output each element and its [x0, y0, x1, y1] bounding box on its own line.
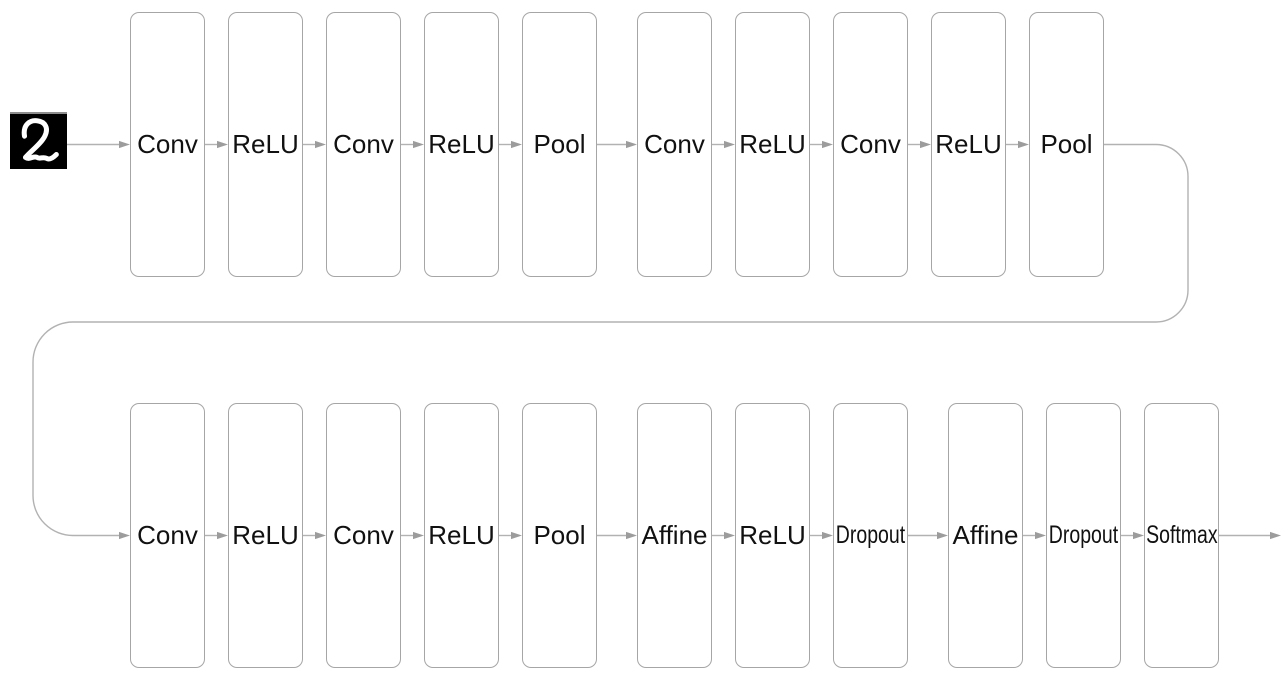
arrowhead-icon	[511, 140, 522, 149]
layer-label: Affine	[952, 520, 1019, 550]
arrowhead-icon	[937, 531, 948, 540]
layer-box-affine: Affine	[637, 403, 712, 668]
layer-box-conv: Conv	[637, 12, 712, 277]
arrowhead-icon	[511, 531, 522, 540]
layer-label: Softmax	[1145, 521, 1218, 549]
digit-2-glyph	[21, 118, 59, 162]
layer-box-conv: Conv	[833, 12, 908, 277]
arrowhead-icon	[119, 531, 130, 540]
layer-label: Pool	[533, 129, 586, 159]
layer-box-relu: ReLU	[931, 12, 1006, 277]
flow-arrow	[1006, 140, 1029, 149]
arrowhead-icon	[724, 140, 735, 149]
arrowhead-icon	[413, 531, 424, 540]
arrowhead-icon	[822, 531, 833, 540]
arrowhead-icon	[1270, 531, 1281, 540]
flow-arrow	[908, 531, 948, 540]
layer-label: ReLU	[428, 520, 495, 550]
arrowhead-icon	[217, 531, 228, 540]
flow-arrow	[205, 531, 228, 540]
arrowhead-icon	[724, 531, 735, 540]
layer-box-relu: ReLU	[424, 403, 499, 668]
layer-box-pool: Pool	[1029, 12, 1104, 277]
flow-arrow	[1023, 531, 1046, 540]
layer-box-softmax: Softmax	[1144, 403, 1219, 668]
flow-arrow	[1219, 531, 1281, 540]
arrowhead-icon	[413, 140, 424, 149]
arrowhead-icon	[626, 140, 637, 149]
layer-box-relu: ReLU	[228, 12, 303, 277]
flow-arrow	[499, 531, 522, 540]
layer-label: ReLU	[739, 520, 806, 550]
layer-box-conv: Conv	[326, 403, 401, 668]
layer-label: ReLU	[232, 129, 299, 159]
layer-label: Pool	[533, 520, 586, 550]
flow-arrow	[810, 531, 833, 540]
layer-box-relu: ReLU	[228, 403, 303, 668]
layer-box-relu: ReLU	[424, 12, 499, 277]
layer-box-relu: ReLU	[735, 12, 810, 277]
layer-label: Conv	[137, 520, 198, 550]
flow-arrow	[1121, 531, 1144, 540]
layer-box-pool: Pool	[522, 12, 597, 277]
layer-box-pool: Pool	[522, 403, 597, 668]
flow-arrow	[597, 140, 637, 149]
layer-box-conv: Conv	[130, 12, 205, 277]
flow-arrow	[810, 140, 833, 149]
arrowhead-icon	[626, 531, 637, 540]
arrowhead-icon	[1018, 140, 1029, 149]
layer-label: Affine	[641, 520, 708, 550]
flow-arrow	[205, 140, 228, 149]
flow-arrow	[712, 140, 735, 149]
input-digit-image	[10, 112, 67, 169]
layer-box-affine: Affine	[948, 403, 1023, 668]
arrowhead-icon	[1133, 531, 1144, 540]
layer-label: ReLU	[428, 129, 495, 159]
layer-label: Pool	[1040, 129, 1093, 159]
flow-arrow	[303, 140, 326, 149]
layer-label: Dropout	[1048, 521, 1119, 549]
layer-box-dropout: Dropout	[1046, 403, 1121, 668]
layer-box-dropout: Dropout	[833, 403, 908, 668]
flow-arrow	[908, 140, 931, 149]
layer-label: ReLU	[935, 129, 1002, 159]
arrowhead-icon	[315, 531, 326, 540]
arrowhead-icon	[1035, 531, 1046, 540]
layer-label: Dropout	[835, 521, 906, 549]
layer-label: ReLU	[232, 520, 299, 550]
arrowhead-icon	[315, 140, 326, 149]
layer-box-relu: ReLU	[735, 403, 810, 668]
arrowhead-icon	[920, 140, 931, 149]
layer-label: Conv	[333, 520, 394, 550]
flow-arrow	[499, 140, 522, 149]
layer-label: Conv	[333, 129, 394, 159]
flow-arrow	[712, 531, 735, 540]
layer-label: ReLU	[739, 129, 806, 159]
flow-arrow	[401, 140, 424, 149]
layer-label: Conv	[644, 129, 705, 159]
arrowhead-icon	[822, 140, 833, 149]
flow-arrow	[401, 531, 424, 540]
layer-box-conv: Conv	[326, 12, 401, 277]
arrowhead-icon	[119, 140, 130, 149]
layer-box-conv: Conv	[130, 403, 205, 668]
layer-label: Conv	[840, 129, 901, 159]
layer-label: Conv	[137, 129, 198, 159]
row-wrap-connector	[32, 143, 1189, 537]
flow-arrow	[303, 531, 326, 540]
flow-arrow	[597, 531, 637, 540]
arrowhead-icon	[217, 140, 228, 149]
flow-arrow	[67, 140, 130, 149]
